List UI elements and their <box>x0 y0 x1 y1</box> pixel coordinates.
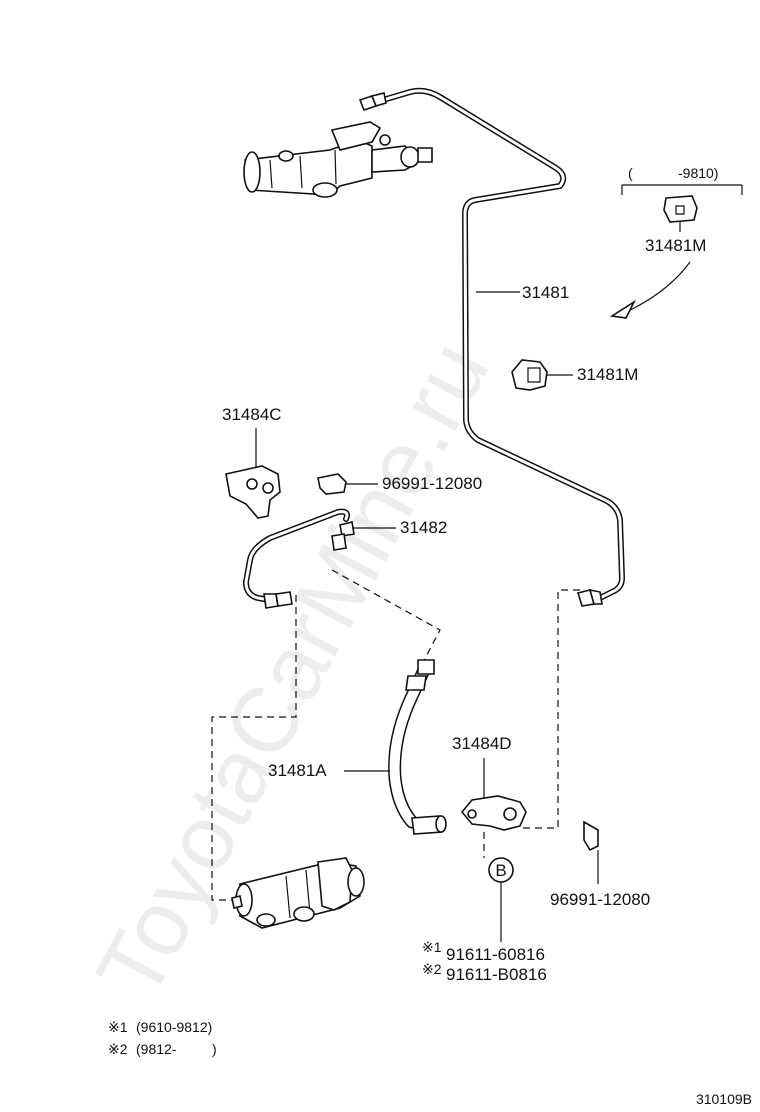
label-31484c: 31484C <box>222 405 282 424</box>
release-cylinder <box>231 857 365 929</box>
bolt-mark-b: B <box>495 861 506 880</box>
bracket-31484c: 31484C <box>222 405 282 519</box>
note-mark-2: ※2 <box>422 961 442 977</box>
label-31482: 31482 <box>400 518 447 537</box>
date-range-end: -9810) <box>678 165 718 181</box>
label-31481m-upper: 31481M <box>645 236 706 255</box>
bolt-callout: B ※1 91611-60816 ※2 91611-B0816 <box>422 857 547 984</box>
tube-clamp-inset: 31481M <box>609 195 706 319</box>
connection-lines <box>211 569 580 901</box>
label-91611-60816: 91611-60816 <box>446 945 545 964</box>
clip-lower: 96991-12080 <box>550 820 650 909</box>
footnote-mark-2: ※2 <box>108 1041 128 1057</box>
footnote-close-2: ) <box>212 1041 217 1057</box>
label-96991-12080-upper: 96991-12080 <box>382 474 482 493</box>
clutch-tube-short: 31482 <box>243 508 447 609</box>
clip-upper: 96991-12080 <box>317 473 482 495</box>
label-91611-b0816: 91611-B0816 <box>446 965 547 984</box>
footnote-range-2: (9812- <box>136 1041 177 1057</box>
clutch-tube-main <box>358 87 625 607</box>
footnote-mark-1: ※1 <box>108 1019 128 1035</box>
bracket-31484d: 31484D <box>452 734 527 831</box>
label-96991-12080-lower: 96991-12080 <box>550 890 650 909</box>
tube-clamp: 31481M <box>511 359 638 391</box>
footnote-range-1: (9610-9812) <box>136 1019 212 1035</box>
label-31481a: 31481A <box>268 761 327 780</box>
footnotes: ※1 (9610-9812) ※2 (9812- ) <box>108 1019 217 1057</box>
label-31481: 31481 <box>522 283 569 302</box>
master-cylinder <box>243 121 433 198</box>
date-range-open: ( <box>628 165 633 181</box>
note-mark-1: ※1 <box>422 939 442 955</box>
figure-id: 310109B <box>696 1091 752 1107</box>
date-range-bracket: ( -9810) <box>621 165 743 195</box>
label-31484d: 31484D <box>452 734 512 753</box>
label-31481m-lower: 31481M <box>577 365 638 384</box>
flexible-hose: 31481A <box>268 659 447 835</box>
